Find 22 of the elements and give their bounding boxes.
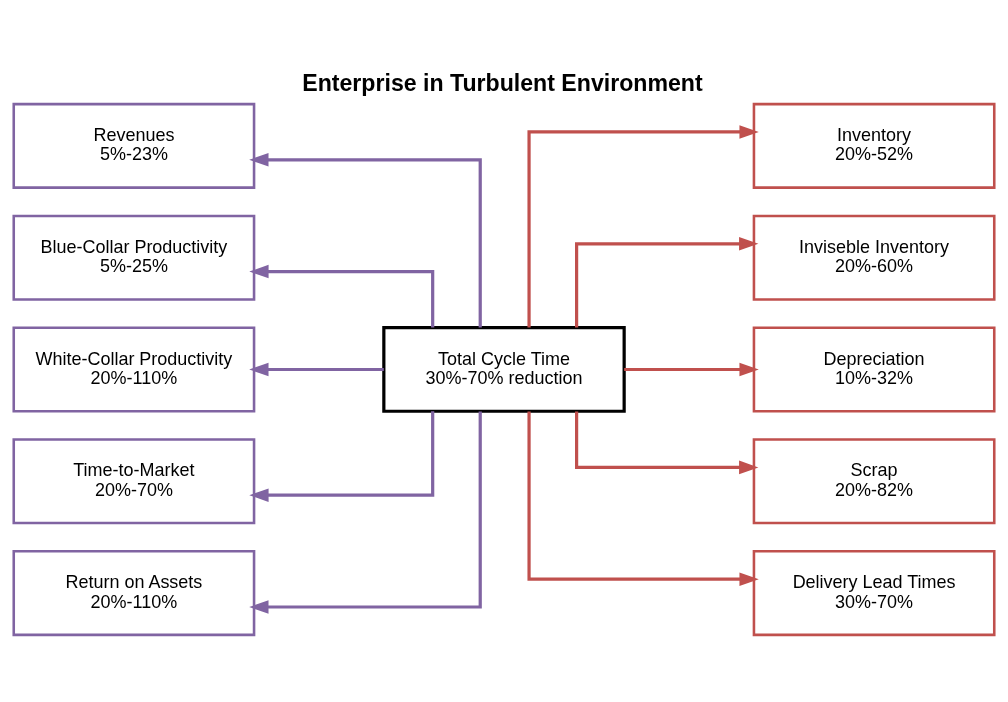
node-box: Delivery Lead Times 30%-70% [752,549,996,636]
arrow [249,410,435,502]
node-box: Blue-Collar Productivity 5%-25% [12,214,256,301]
arrow [249,152,482,328]
arrow [527,124,759,328]
node-box: Revenues 5%-23% [12,102,256,189]
node-box: Depreciation 10%-32% [752,325,996,413]
node-box: Inventory 20%-52% [752,102,996,189]
arrow [624,362,759,376]
node-box: White-Collar Productivity 20%-110% [12,325,256,413]
arrow [575,236,759,328]
node-box: Inviseble Inventory 20%-60% [752,214,996,301]
arrow [575,411,759,474]
diagram-title: Enterprise in Turbulent Environment [302,69,703,95]
node-box: Return on Assets 20%-110% [12,549,256,636]
node-box: Scrap 20%-82% [752,437,996,524]
arrow [527,410,759,586]
node-box: Time-to-Market 20%-70% [12,437,256,524]
arrow [249,264,435,327]
node-box: Total Cycle Time 30%-70% reduction [382,325,626,413]
arrow [249,362,384,376]
arrow [249,410,482,614]
